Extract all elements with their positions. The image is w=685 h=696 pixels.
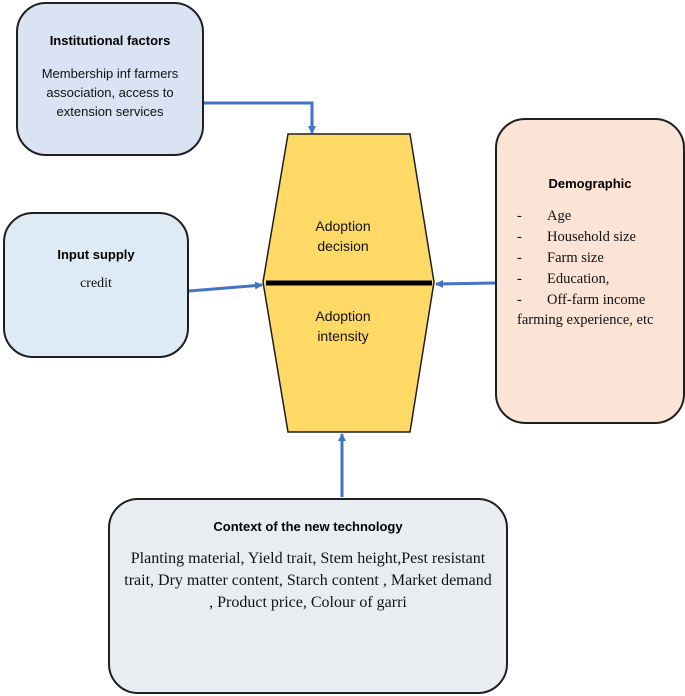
demographic-item: -Off-farm income [517, 292, 646, 308]
arrow-input-supply [188, 281, 263, 293]
institutional-factors-title: Institutional factors [49, 33, 171, 48]
institutional-factors-text: Membership inf farmers association, acce… [41, 66, 179, 119]
arrow-demographic [435, 279, 496, 288]
institutional-factors-box: Institutional factors Membership inf far… [16, 2, 204, 156]
demographic-item: -Education, [517, 271, 610, 287]
arrow-institutional [204, 101, 316, 134]
adoption-intensity-label: Adoption intensity [315, 308, 371, 344]
demographic-title: Demographic [548, 176, 632, 191]
adoption-decision-label: Adoption decision [315, 218, 371, 254]
demographic-item: -Farm size [517, 250, 604, 266]
demographic-item: -Age [517, 208, 572, 224]
demographic-box: Demographic -Age -Household size -Farm s… [495, 118, 685, 424]
input-supply-box: Input supply credit [3, 212, 189, 358]
demographic-list: -Age -Household size -Farm size -Educati… [517, 206, 645, 311]
demographic-extra-text: farming experience, etc [517, 312, 654, 328]
context-box: Context of the new technology Planting m… [108, 498, 508, 694]
input-supply-title: Input supply [57, 247, 135, 262]
context-title: Context of the new technology [213, 519, 403, 534]
context-text: Planting material, Yield trait, Stem hei… [124, 550, 492, 611]
demographic-item: -Household size [517, 229, 636, 245]
input-supply-text: credit [80, 276, 112, 291]
